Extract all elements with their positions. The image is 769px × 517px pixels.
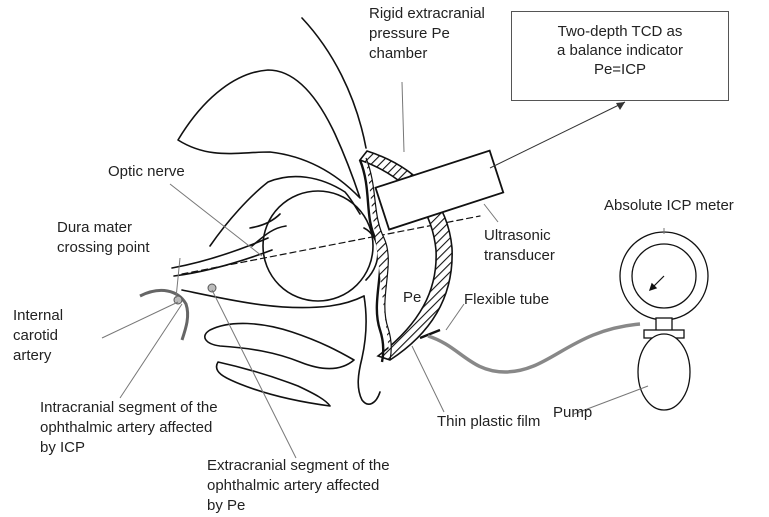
orbit-floor — [182, 290, 364, 308]
tube-label: Flexible tube — [464, 290, 549, 310]
dura-label: Dura mater — [57, 218, 132, 238]
chamber-label: chamber — [369, 44, 427, 64]
tcd-box-line: a balance indicator — [512, 41, 728, 60]
flexible-tube — [428, 324, 640, 372]
pe-label: Pe — [403, 288, 421, 308]
extracranial-label: ophthalmic artery affected — [207, 476, 379, 496]
transducer-label: transducer — [484, 246, 555, 266]
carotid-label: Internal — [13, 306, 63, 326]
intracranial-label: Intracranial segment of the — [40, 398, 218, 418]
extracranial-label: by Pe — [207, 496, 245, 516]
orbit-inner — [210, 177, 360, 246]
icp-meter-label: Absolute ICP meter — [604, 196, 734, 216]
tcd-box: Two-depth TCD as a balance indicator Pe=… — [511, 11, 729, 101]
film-label: Thin plastic film — [437, 412, 540, 432]
tcd-box-line: Pe=ICP — [512, 60, 728, 79]
chamber-label: pressure Pe — [369, 24, 450, 44]
skull-contour — [302, 18, 366, 148]
chamber-label: Rigid extracranial — [369, 4, 485, 24]
eyeball — [263, 191, 373, 301]
tcd-box-line: Two-depth TCD as — [512, 22, 728, 41]
pump-bulb — [638, 334, 690, 410]
intracranial-label: by ICP — [40, 438, 85, 458]
icp-meter — [620, 232, 708, 338]
extracranial-label: Extracranial segment of the — [207, 456, 390, 476]
carotid-label: carotid — [13, 326, 58, 346]
maxilla — [205, 323, 354, 368]
optic-nerve-label: Optic nerve — [108, 162, 185, 182]
orbit-roof — [178, 70, 360, 198]
intracranial-label: ophthalmic artery affected — [40, 418, 212, 438]
tcd-connector — [490, 102, 625, 168]
transducer-label: Ultrasonic — [484, 226, 551, 246]
pump-label: Pump — [553, 403, 592, 423]
dura-label: crossing point — [57, 238, 150, 258]
carotid-label: artery — [13, 346, 51, 366]
